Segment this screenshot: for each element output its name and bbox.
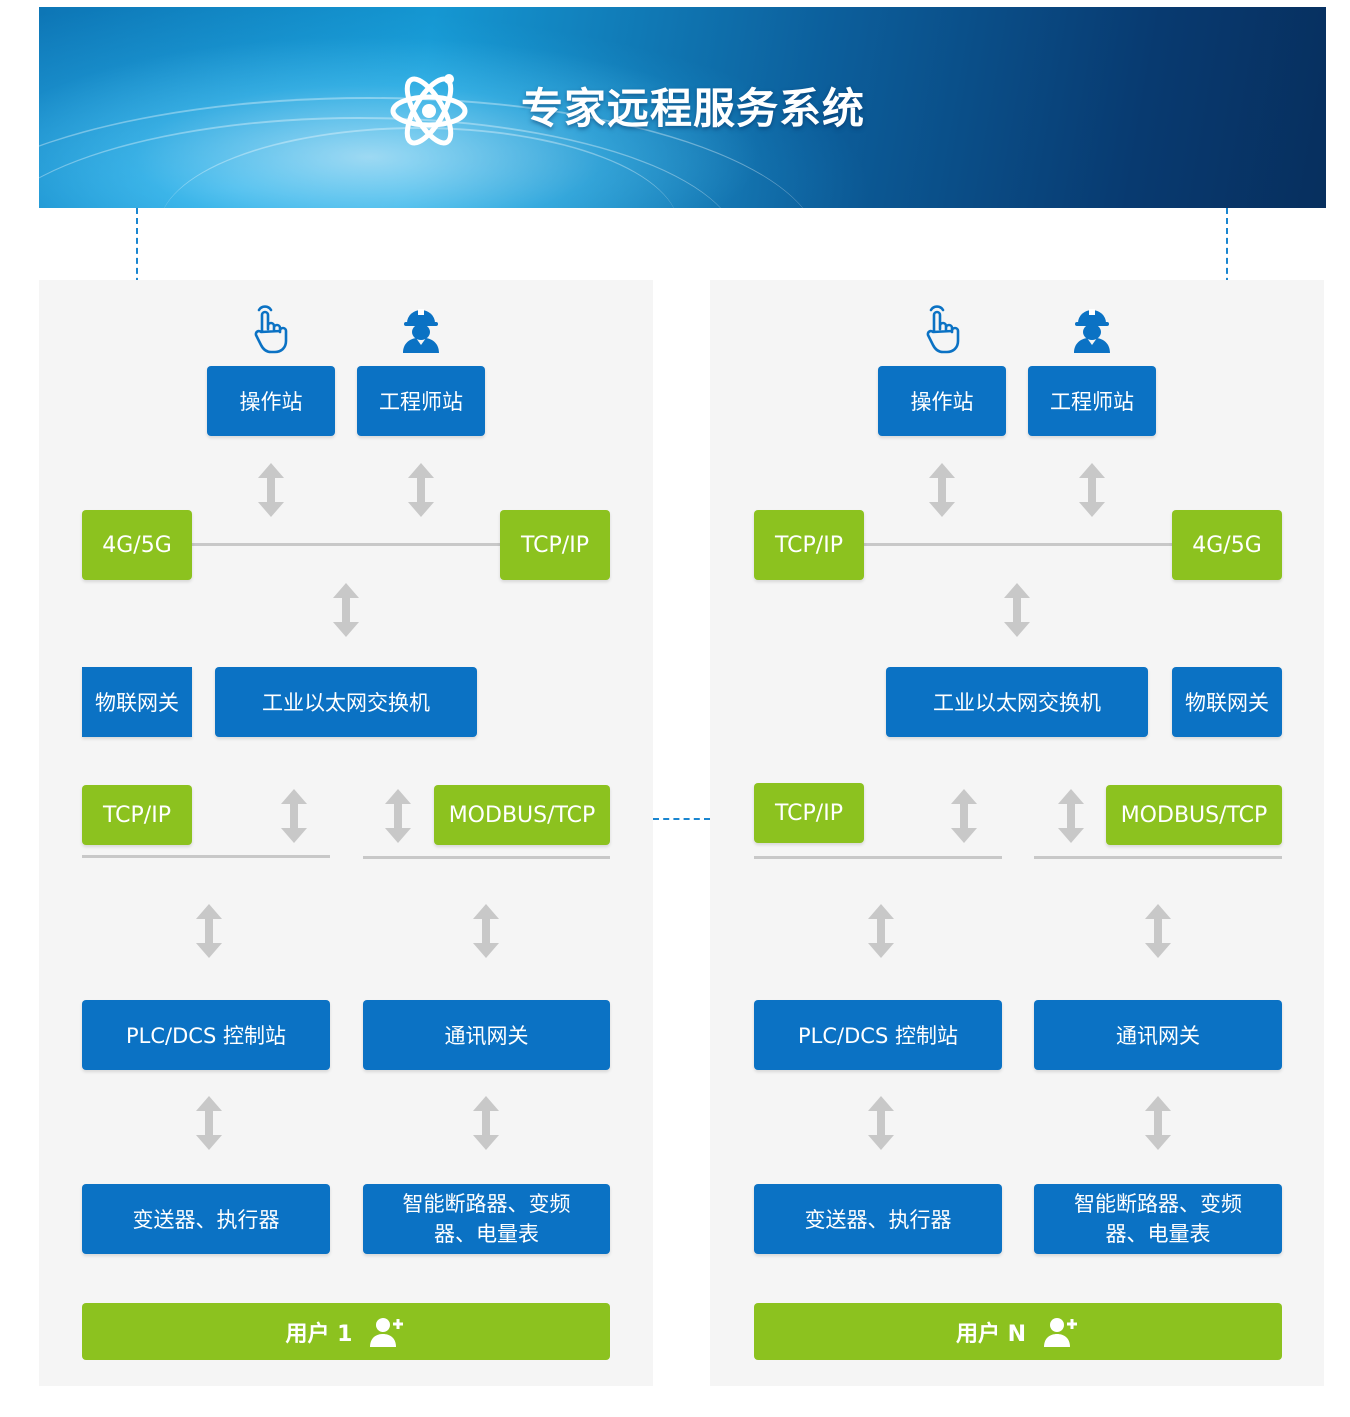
double-arrow-icon	[868, 904, 894, 958]
user-bar-1: 用户 1	[82, 1303, 610, 1360]
double-arrow-icon	[333, 583, 359, 637]
operator-station: 操作站	[207, 366, 335, 436]
touch-hand-icon	[254, 305, 288, 354]
plc-dcs-station: PLC/DCS 控制站	[754, 1000, 1002, 1070]
double-arrow-icon	[868, 1096, 894, 1150]
double-arrow-icon	[385, 789, 411, 843]
add-user-icon	[1044, 1317, 1078, 1347]
double-arrow-icon	[473, 904, 499, 958]
engineer-station: 工程师站	[357, 366, 485, 436]
communication-gateway: 通讯网关	[363, 1000, 610, 1070]
engineer-helmet-icon	[403, 309, 439, 353]
double-arrow-icon	[1145, 1096, 1171, 1150]
touch-hand-icon	[926, 305, 960, 354]
engineer-helmet-icon	[1074, 309, 1110, 353]
network-line	[863, 543, 1173, 546]
protocol-tcpip: TCP/IP	[500, 510, 610, 580]
user-label: 用户 N	[955, 1321, 1027, 1347]
iot-gateway: 物联网关	[1172, 667, 1282, 737]
iot-gateway: 物联网关	[82, 667, 192, 737]
atom-icon	[390, 74, 468, 146]
bus-line	[1034, 856, 1282, 859]
smart-devices: 智能断路器、变频器、电量表	[1034, 1184, 1282, 1254]
bus-line	[754, 856, 1002, 859]
smart-devices: 智能断路器、变频器、电量表	[363, 1184, 610, 1254]
industrial-ethernet-switch: 工业以太网交换机	[886, 667, 1148, 737]
bus-modbus-tcp: MODBUS/TCP	[1106, 785, 1282, 845]
user-label: 用户 1	[285, 1321, 353, 1347]
communication-gateway: 通讯网关	[1034, 1000, 1282, 1070]
double-arrow-icon	[951, 789, 977, 843]
bus-tcpip: TCP/IP	[82, 785, 192, 845]
double-arrow-icon	[929, 463, 955, 517]
plc-dcs-station: PLC/DCS 控制站	[82, 1000, 330, 1070]
banner-title: 专家远程服务系统	[521, 84, 866, 133]
double-arrow-icon	[196, 904, 222, 958]
double-arrow-icon	[1079, 463, 1105, 517]
banner: 专家远程服务系统	[39, 7, 1326, 208]
double-arrow-icon	[408, 463, 434, 517]
double-arrow-icon	[196, 1096, 222, 1150]
double-arrow-icon	[1145, 904, 1171, 958]
transmitters-actuators: 变送器、执行器	[82, 1184, 330, 1254]
double-arrow-icon	[1004, 583, 1030, 637]
add-user-icon	[370, 1317, 404, 1347]
engineer-station: 工程师站	[1028, 366, 1156, 436]
bus-modbus-tcp: MODBUS/TCP	[434, 785, 610, 845]
light-arc	[159, 127, 679, 208]
user-bar-n: 用户 N	[754, 1303, 1282, 1360]
protocol-tcpip: TCP/IP	[754, 510, 864, 580]
operator-station: 操作站	[878, 366, 1006, 436]
light-arc	[39, 117, 739, 208]
protocol-4g5g: 4G/5G	[82, 510, 192, 580]
double-arrow-icon	[1058, 789, 1084, 843]
bus-line	[82, 855, 330, 858]
transmitters-actuators: 变送器、执行器	[754, 1184, 1002, 1254]
double-arrow-icon	[258, 463, 284, 517]
industrial-ethernet-switch: 工业以太网交换机	[215, 667, 477, 737]
bus-line	[363, 856, 610, 859]
double-arrow-icon	[473, 1096, 499, 1150]
network-line	[192, 543, 500, 546]
double-arrow-icon	[281, 789, 307, 843]
protocol-4g5g: 4G/5G	[1172, 510, 1282, 580]
bus-tcpip: TCP/IP	[754, 783, 864, 843]
inter-panel-link	[653, 818, 710, 820]
